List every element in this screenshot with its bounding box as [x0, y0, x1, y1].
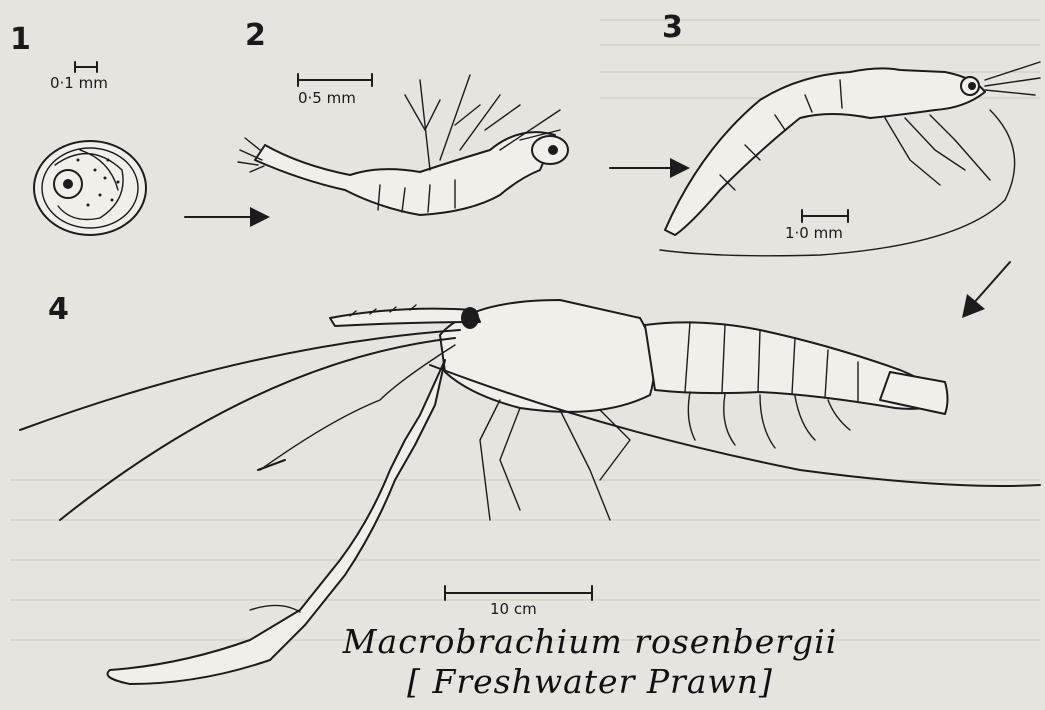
larva-illustration [238, 74, 568, 215]
arrow-juvenile-to-adult [962, 262, 1010, 318]
juvenile-scale-label: 1·0 mm [785, 224, 843, 242]
juvenile-illustration [660, 62, 1040, 256]
stage-number-1: 1 [10, 22, 31, 57]
arrow-egg-to-larva [185, 207, 270, 227]
egg-scale-label: 0·1 mm [50, 74, 108, 92]
larva-scale-label: 0·5 mm [298, 89, 356, 107]
species-name: Macrobrachium rosenbergii [330, 622, 850, 661]
common-name: [ Freshwater Prawn] [330, 662, 850, 701]
adult-scale-label: 10 cm [490, 600, 537, 618]
stage-number-2: 2 [245, 18, 266, 53]
stage-number-3: 3 [662, 10, 683, 45]
stage-number-4: 4 [48, 292, 69, 327]
arrow-larva-to-postlarva [610, 158, 690, 178]
